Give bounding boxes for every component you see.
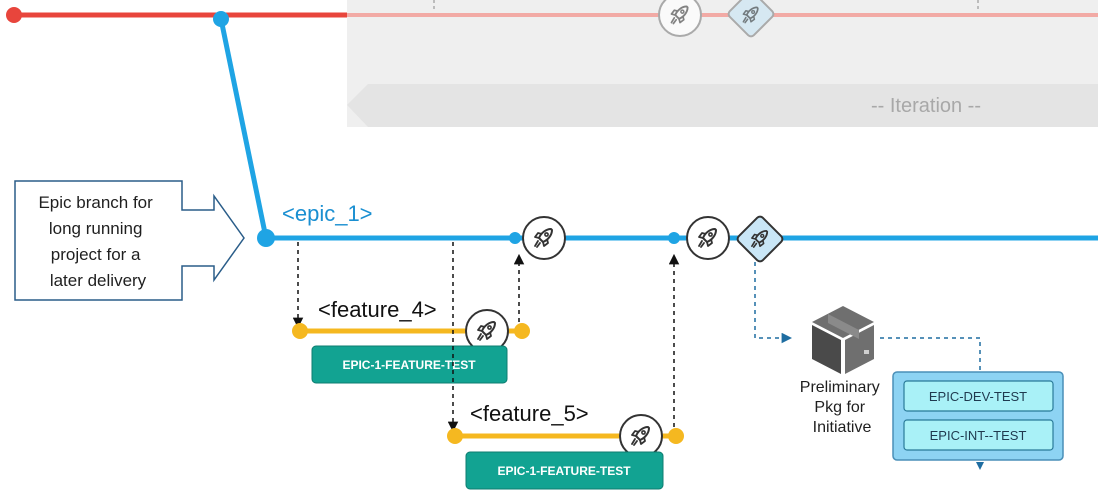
env-int-test-label: EPIC-INT--TEST <box>930 428 1027 443</box>
epic-rocket-release-icon <box>522 216 566 260</box>
epic-rocket-diamond-icon <box>736 215 784 263</box>
package-flow-connectors <box>754 262 981 372</box>
main-rocket-diamond-icon <box>727 0 775 38</box>
main-branch <box>6 7 1098 23</box>
epic-branch <box>213 11 1098 247</box>
env-dev-test-badge <box>903 380 1054 412</box>
epic-merge-node <box>668 232 680 244</box>
feature-5-end-node <box>668 428 684 444</box>
env-int-test-badge <box>903 419 1054 451</box>
feature-4-end-node <box>514 323 530 339</box>
feature-5-label: <feature_5> <box>470 401 589 426</box>
epic-branch-label: <epic_1> <box>282 201 373 226</box>
package-caption-line: Initiative <box>813 419 872 436</box>
environments-panel: EPIC-DEV-TEST EPIC-INT--TEST <box>892 371 1064 470</box>
main-branch-start-node <box>6 7 22 23</box>
callout-text: Epic branch for long running project for… <box>38 193 157 290</box>
package-box-icon <box>812 306 874 374</box>
callout-line: later delivery <box>50 271 147 290</box>
feature-4-test-env-badge: EPIC-1-FEATURE-TEST <box>311 345 508 384</box>
package-caption-line: Preliminary <box>800 379 880 396</box>
epic-merge-node <box>509 232 521 244</box>
feature-5-test-env-label: EPIC-1-FEATURE-TEST <box>497 464 631 478</box>
callout-line: Epic branch for <box>38 193 153 212</box>
iteration-label: -- Iteration -- <box>871 95 981 117</box>
env-dev-test-label: EPIC-DEV-TEST <box>929 389 1027 404</box>
callout-line: project for a <box>51 245 141 264</box>
callout-line: long running <box>49 219 143 238</box>
epic-rocket-release-icon <box>686 216 730 260</box>
iteration-band: -- Iteration -- <box>347 0 1098 127</box>
main-rocket-release-icon <box>658 0 702 37</box>
feature-5-start-node <box>447 428 463 444</box>
package-caption-line: Pkg for <box>814 399 865 416</box>
epic-start-node <box>257 229 275 247</box>
feature-5-test-env-badge: EPIC-1-FEATURE-TEST <box>465 451 664 490</box>
feature-4-test-env-label: EPIC-1-FEATURE-TEST <box>342 358 476 372</box>
epic-callout: Epic branch for long running project for… <box>14 180 245 301</box>
feature-4-label: <feature_4> <box>318 297 437 322</box>
package-caption: Preliminary Pkg for Initiative <box>800 379 884 436</box>
feature-4-start-node <box>292 323 308 339</box>
feature-5-rocket-icon <box>619 414 663 458</box>
epic-branch-point <box>213 11 229 27</box>
